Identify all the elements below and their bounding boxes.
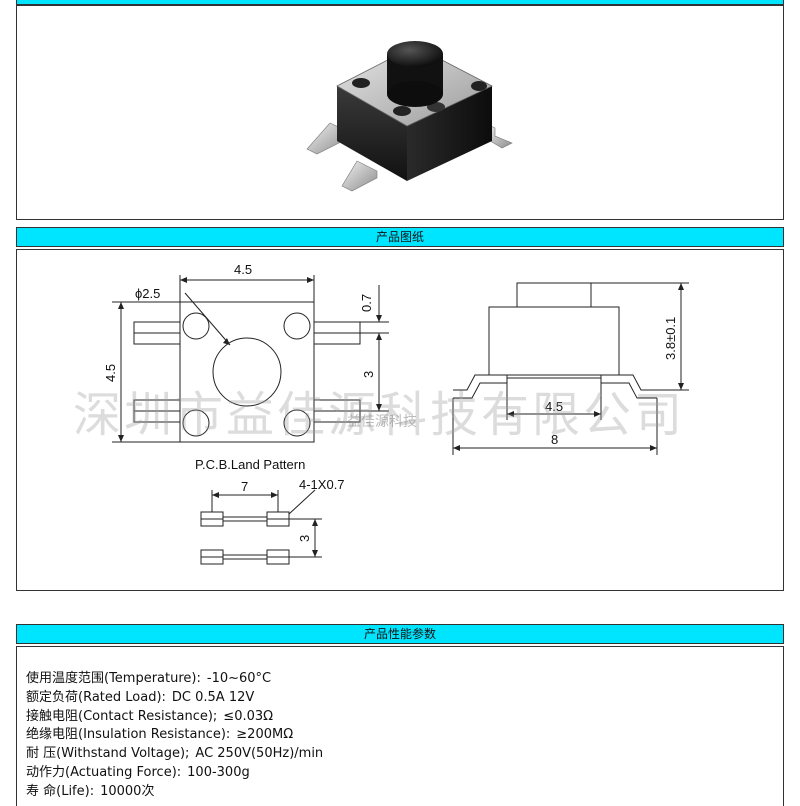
dim-pcb-pitch: 3 xyxy=(297,535,312,542)
dim-top-width: 4.5 xyxy=(234,262,252,277)
dim-plunger-diameter: ϕ2.5 xyxy=(135,286,160,301)
specs-section-header: 产品性能参数 xyxy=(16,624,784,644)
specs-panel xyxy=(16,646,784,806)
company-watermark: 深圳市益佳源科技有限公司 xyxy=(73,389,685,442)
dim-overall-width: 8 xyxy=(551,432,558,447)
dim-pcb-width: 7 xyxy=(241,479,248,494)
dim-body-width: 4.5 xyxy=(545,399,563,414)
pcb-land-pattern-title: P.C.B.Land Pattern xyxy=(195,457,305,472)
spec-item: 接触电阻(Contact Resistance);≤0.03Ω xyxy=(26,708,274,724)
drawing-section-header: 产品图纸 xyxy=(16,227,784,247)
spec-list: 使用温度范围(Temperature):-10~60°C 额定负荷(Rated … xyxy=(26,670,323,802)
tact-switch-photo xyxy=(306,41,513,192)
spec-item: 绝缘电阻(Insulation Resistance):≥200MΩ xyxy=(26,727,294,743)
spec-item: 寿 命(Life):10000次 xyxy=(26,783,155,799)
dim-pin-offset: 0.7 xyxy=(359,294,374,312)
top-header-strip xyxy=(16,0,784,5)
drawing-panel: 4.5 ϕ2.5 0.7 4.5 3 3.8±0.1 4.5 8 P.C.B.L… xyxy=(16,249,784,591)
spec-item: 耐 压(Withstand Voltage);AC 250V(50Hz)/min xyxy=(26,746,324,762)
spec-item: 动作力(Actuating Force):100-300g xyxy=(26,764,250,780)
company-watermark-small: 益佳源科技 xyxy=(347,413,417,429)
dimension-drawing: 4.5 ϕ2.5 0.7 4.5 3 3.8±0.1 4.5 8 P.C.B.L… xyxy=(73,262,689,565)
dim-overall-height: 3.8±0.1 xyxy=(663,317,678,360)
dim-pin-pitch: 3 xyxy=(361,371,376,378)
spec-item: 使用温度范围(Temperature):-10~60°C xyxy=(26,671,272,686)
dim-pcb-pad: 4-1X0.7 xyxy=(299,477,345,492)
product-photo-panel xyxy=(16,5,784,220)
dim-side-height: 4.5 xyxy=(103,364,118,382)
spec-item: 额定负荷(Rated Load):DC 0.5A 12V xyxy=(26,689,255,705)
